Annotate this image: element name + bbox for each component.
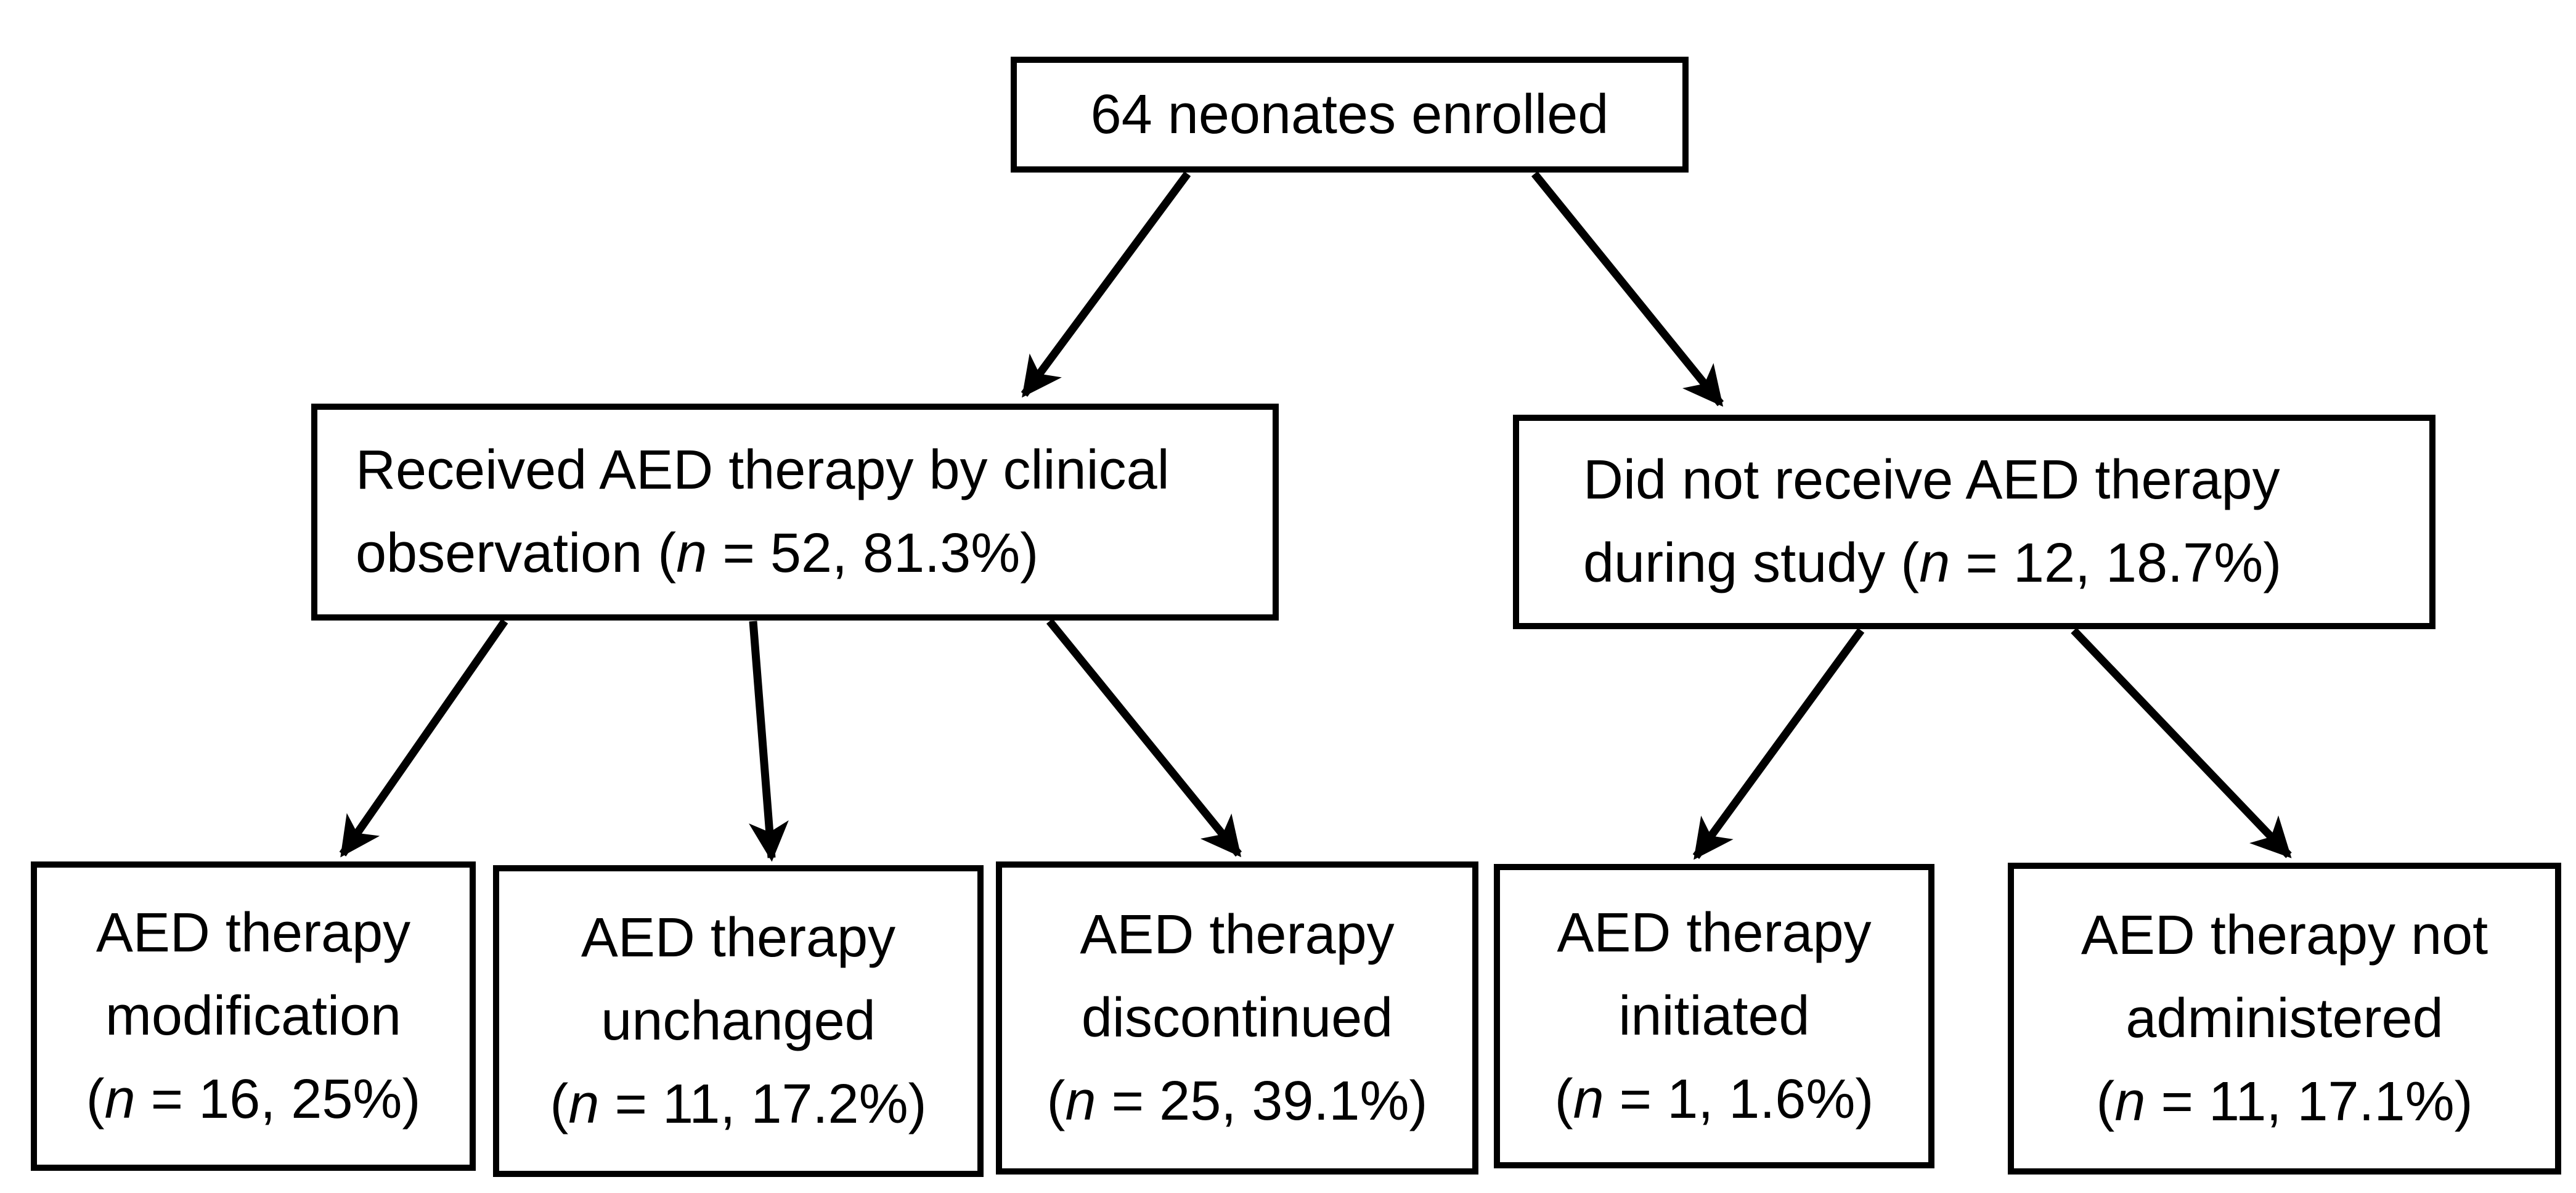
node-text: Did not receive AED therapy — [1583, 449, 2280, 511]
node-text-n-italic: n — [1065, 1070, 1096, 1132]
node-text: initiated — [1618, 985, 1810, 1047]
node-text: = 12, 18.7%) — [1950, 532, 2282, 594]
node-line: during study (n = 12, 18.7%) — [1583, 522, 2281, 605]
flow-node-aed-therapy-modification: AED therapy modification (n = 16, 25%) — [31, 861, 476, 1171]
node-text: AED therapy — [581, 906, 896, 969]
node-line: 64 neonates enrolled — [1091, 73, 1609, 157]
node-text-n-italic: n — [104, 1068, 136, 1130]
node-text: = 25, 39.1%) — [1096, 1070, 1428, 1132]
node-text: administered — [2126, 987, 2444, 1049]
node-text: ( — [86, 1068, 105, 1130]
node-text: = 1, 1.6%) — [1604, 1068, 1874, 1130]
node-text: discontinued — [1081, 987, 1393, 1049]
flow-node-received-aed-therapy: Received AED therapy by clinical observa… — [311, 404, 1279, 621]
node-text: AED therapy — [1080, 903, 1395, 966]
node-line: AED therapy — [96, 892, 410, 975]
arrow-enrolled-to-not-received — [1531, 171, 1724, 407]
node-line: (n = 11, 17.2%) — [550, 1063, 926, 1146]
node-text-n-italic: n — [676, 523, 707, 584]
node-line: administered — [2126, 977, 2443, 1061]
arrow-enrolled-to-received — [1021, 171, 1191, 398]
node-text: = 52, 81.3%) — [707, 523, 1039, 584]
node-line: AED therapy — [1557, 892, 1871, 975]
node-text: AED therapy — [96, 902, 411, 964]
node-line: AED therapy — [1080, 894, 1394, 977]
node-line: AED therapy — [581, 897, 895, 980]
arrow-not-received-to-initiated — [1692, 628, 1865, 860]
node-line: unchanged — [601, 980, 875, 1063]
node-text: during study ( — [1583, 532, 1920, 594]
node-line: discontinued — [1082, 977, 1393, 1060]
node-line: (n = 1, 1.6%) — [1555, 1058, 1874, 1141]
node-text-n-italic: n — [2114, 1070, 2146, 1133]
flow-node-enrolled: 64 neonates enrolled — [1011, 57, 1689, 173]
node-text: 64 neonates enrolled — [1090, 83, 1609, 145]
node-text-n-italic: n — [1919, 532, 1950, 594]
node-text-n-italic: n — [1573, 1068, 1604, 1130]
node-line: (n = 25, 39.1%) — [1047, 1060, 1428, 1143]
node-text: AED therapy not — [2081, 904, 2488, 966]
node-line: Received AED therapy by clinical — [356, 429, 1170, 512]
arrow-not-received-to-not-administered — [2071, 627, 2292, 858]
node-text: modification — [105, 985, 402, 1047]
node-text: = 11, 17.1%) — [2145, 1070, 2473, 1133]
arrow-received-to-discontinued — [1046, 618, 1242, 858]
flow-node-aed-therapy-initiated: AED therapy initiated (n = 1, 1.6%) — [1494, 864, 1934, 1168]
flow-node-did-not-receive-aed-therapy: Did not receive AED therapy during study… — [1513, 415, 2435, 629]
node-line: AED therapy not — [2081, 894, 2488, 977]
node-text: ( — [2096, 1070, 2115, 1133]
flow-node-aed-therapy-discontinued: AED therapy discontinued (n = 25, 39.1%) — [996, 861, 1478, 1175]
node-text: ( — [1046, 1070, 1066, 1132]
flow-node-aed-therapy-not-administered: AED therapy not administered (n = 11, 17… — [2008, 863, 2561, 1175]
node-line: modification — [105, 975, 401, 1058]
node-text: ( — [550, 1073, 569, 1135]
node-line: (n = 11, 17.1%) — [2096, 1061, 2472, 1144]
node-line: Did not receive AED therapy — [1583, 439, 2280, 522]
node-text: AED therapy — [1557, 902, 1872, 964]
node-line: observation (n = 52, 81.3%) — [356, 512, 1038, 595]
node-text: Received AED therapy by clinical — [356, 439, 1170, 501]
arrow-received-to-unchanged — [749, 621, 789, 862]
node-text: = 16, 25%) — [135, 1068, 421, 1130]
node-text: = 11, 17.2%) — [599, 1073, 927, 1135]
flow-node-aed-therapy-unchanged: AED therapy unchanged (n = 11, 17.2%) — [493, 865, 984, 1177]
node-line: initiated — [1618, 975, 1809, 1058]
node-text: unchanged — [601, 990, 876, 1052]
node-line: (n = 16, 25%) — [86, 1058, 421, 1141]
node-text: ( — [1554, 1068, 1573, 1130]
arrow-received-to-modification — [339, 619, 508, 858]
node-text-n-italic: n — [568, 1073, 600, 1135]
node-text: observation ( — [356, 523, 677, 584]
